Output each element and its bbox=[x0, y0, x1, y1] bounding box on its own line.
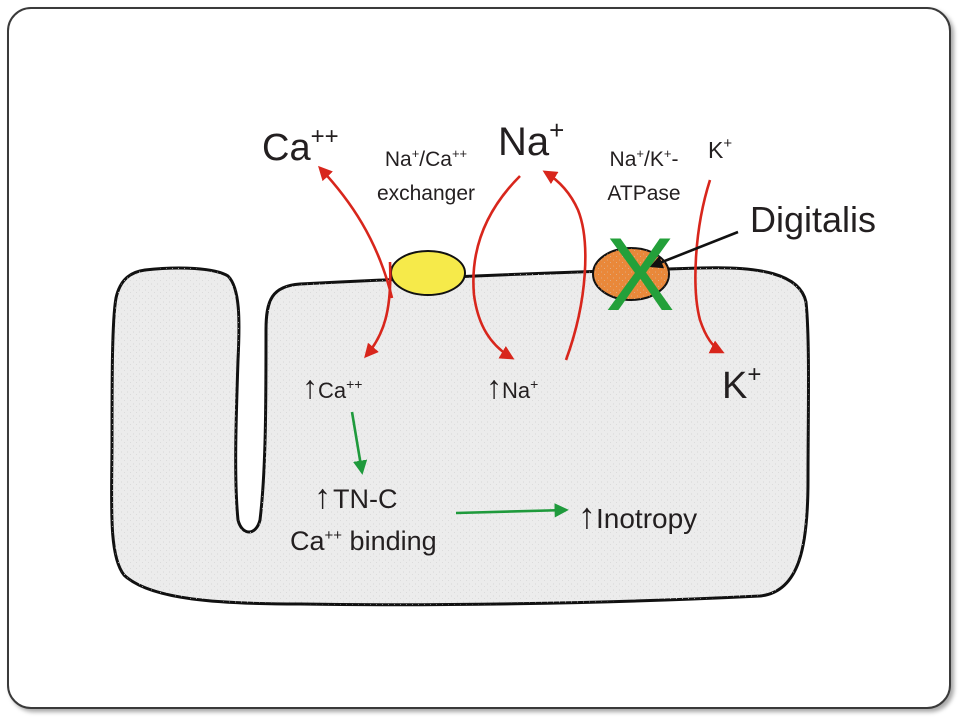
inotropy-label: ↑Inotropy bbox=[578, 495, 697, 536]
atpase-label: Na+/K+- bbox=[610, 146, 679, 171]
inhibition-x-mark: X bbox=[605, 217, 674, 333]
digitalis-pointer-arrow bbox=[649, 230, 739, 269]
ca-inside-label: ↑Ca++ bbox=[302, 369, 362, 405]
na-efflux-arrow bbox=[542, 170, 587, 361]
na-influx-arrow bbox=[472, 175, 521, 360]
ion-flux-arrows bbox=[318, 165, 725, 361]
k-inside-label: K+ bbox=[722, 361, 761, 407]
cell bbox=[110, 266, 810, 607]
tnc-label: ↑TN-C bbox=[314, 478, 397, 516]
atpase-label-line2: ATPase bbox=[607, 182, 680, 205]
digitalis-label: Digitalis bbox=[750, 199, 876, 240]
ca-influx-arrow bbox=[364, 261, 392, 359]
k-outside-label: K+ bbox=[708, 135, 732, 163]
ca-outside-label: Ca++ bbox=[262, 123, 339, 169]
na-inside-label: ↑Na+ bbox=[486, 369, 538, 405]
tnc-label-line2: Ca++ binding bbox=[290, 526, 437, 556]
ca-efflux-arrow bbox=[318, 165, 394, 299]
exchanger-label-line2: exchanger bbox=[377, 182, 475, 205]
ca-to-tnc-arrow bbox=[350, 411, 368, 475]
k-influx-arrow bbox=[694, 179, 725, 354]
na-outside-label: Na+ bbox=[498, 115, 564, 164]
exchanger-label: Na+/Ca++ bbox=[385, 146, 467, 171]
effect-arrows bbox=[350, 411, 569, 518]
tnc-to-inotropy-arrow bbox=[455, 503, 569, 518]
na-ca-exchanger bbox=[390, 250, 466, 296]
